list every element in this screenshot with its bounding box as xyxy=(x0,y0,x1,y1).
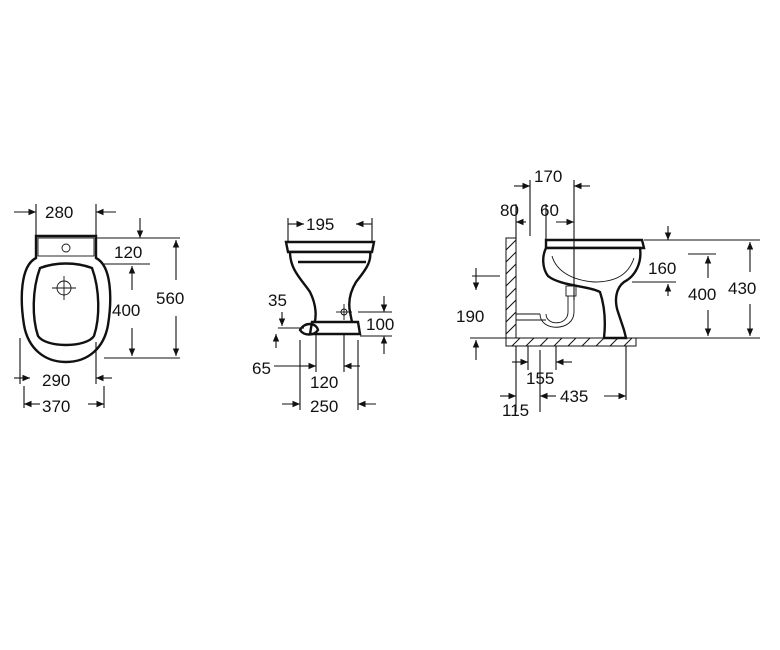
side-view: 170 80 60 160 400 430 190 xyxy=(456,167,760,420)
fixing-icon xyxy=(336,304,352,320)
front-view: 195 35 100 65 120 250 xyxy=(252,215,394,416)
dim-120-top: 120 xyxy=(114,243,142,262)
bidet-front-rim xyxy=(284,240,376,254)
dim-170: 170 xyxy=(534,167,562,186)
drain-icon xyxy=(52,276,76,300)
dim-115: 115 xyxy=(502,401,529,420)
tap-hole xyxy=(61,243,71,253)
dim-560: 560 xyxy=(156,289,184,308)
dim-65: 65 xyxy=(252,359,271,378)
dim-190: 190 xyxy=(456,307,484,326)
bidet-side-rim xyxy=(544,238,646,250)
dim-280: 280 xyxy=(45,203,73,222)
bidet-side-bowl xyxy=(551,255,635,283)
bidet-front-foot xyxy=(308,320,362,336)
dim-290: 290 xyxy=(42,371,70,390)
dim-100: 100 xyxy=(366,315,394,334)
bidet-plan-outline xyxy=(20,234,112,364)
dim-430: 430 xyxy=(728,279,756,298)
wall-hatch xyxy=(505,239,517,335)
dim-370: 370 xyxy=(42,397,70,416)
dim-35: 35 xyxy=(268,291,287,310)
dim-435: 435 xyxy=(560,387,588,406)
dim-400-side: 400 xyxy=(688,285,716,304)
dim-160: 160 xyxy=(648,259,676,278)
bidet-plan-bowl xyxy=(32,262,100,347)
dim-195: 195 xyxy=(306,215,334,234)
floor xyxy=(505,337,637,347)
dim-120-front: 120 xyxy=(310,373,338,392)
bidet-front-outlet xyxy=(298,322,320,336)
floor-hatch xyxy=(511,337,633,347)
waste-trap xyxy=(516,285,577,328)
top-view: 280 120 400 560 290 370 xyxy=(14,203,184,416)
dim-400-top: 400 xyxy=(112,301,140,320)
bidet-front-body xyxy=(288,250,372,332)
dim-60: 60 xyxy=(540,201,559,220)
dim-80: 80 xyxy=(500,201,519,220)
bidet-side-body xyxy=(542,246,642,340)
dim-250: 250 xyxy=(310,397,338,416)
tap-deck xyxy=(37,237,95,257)
